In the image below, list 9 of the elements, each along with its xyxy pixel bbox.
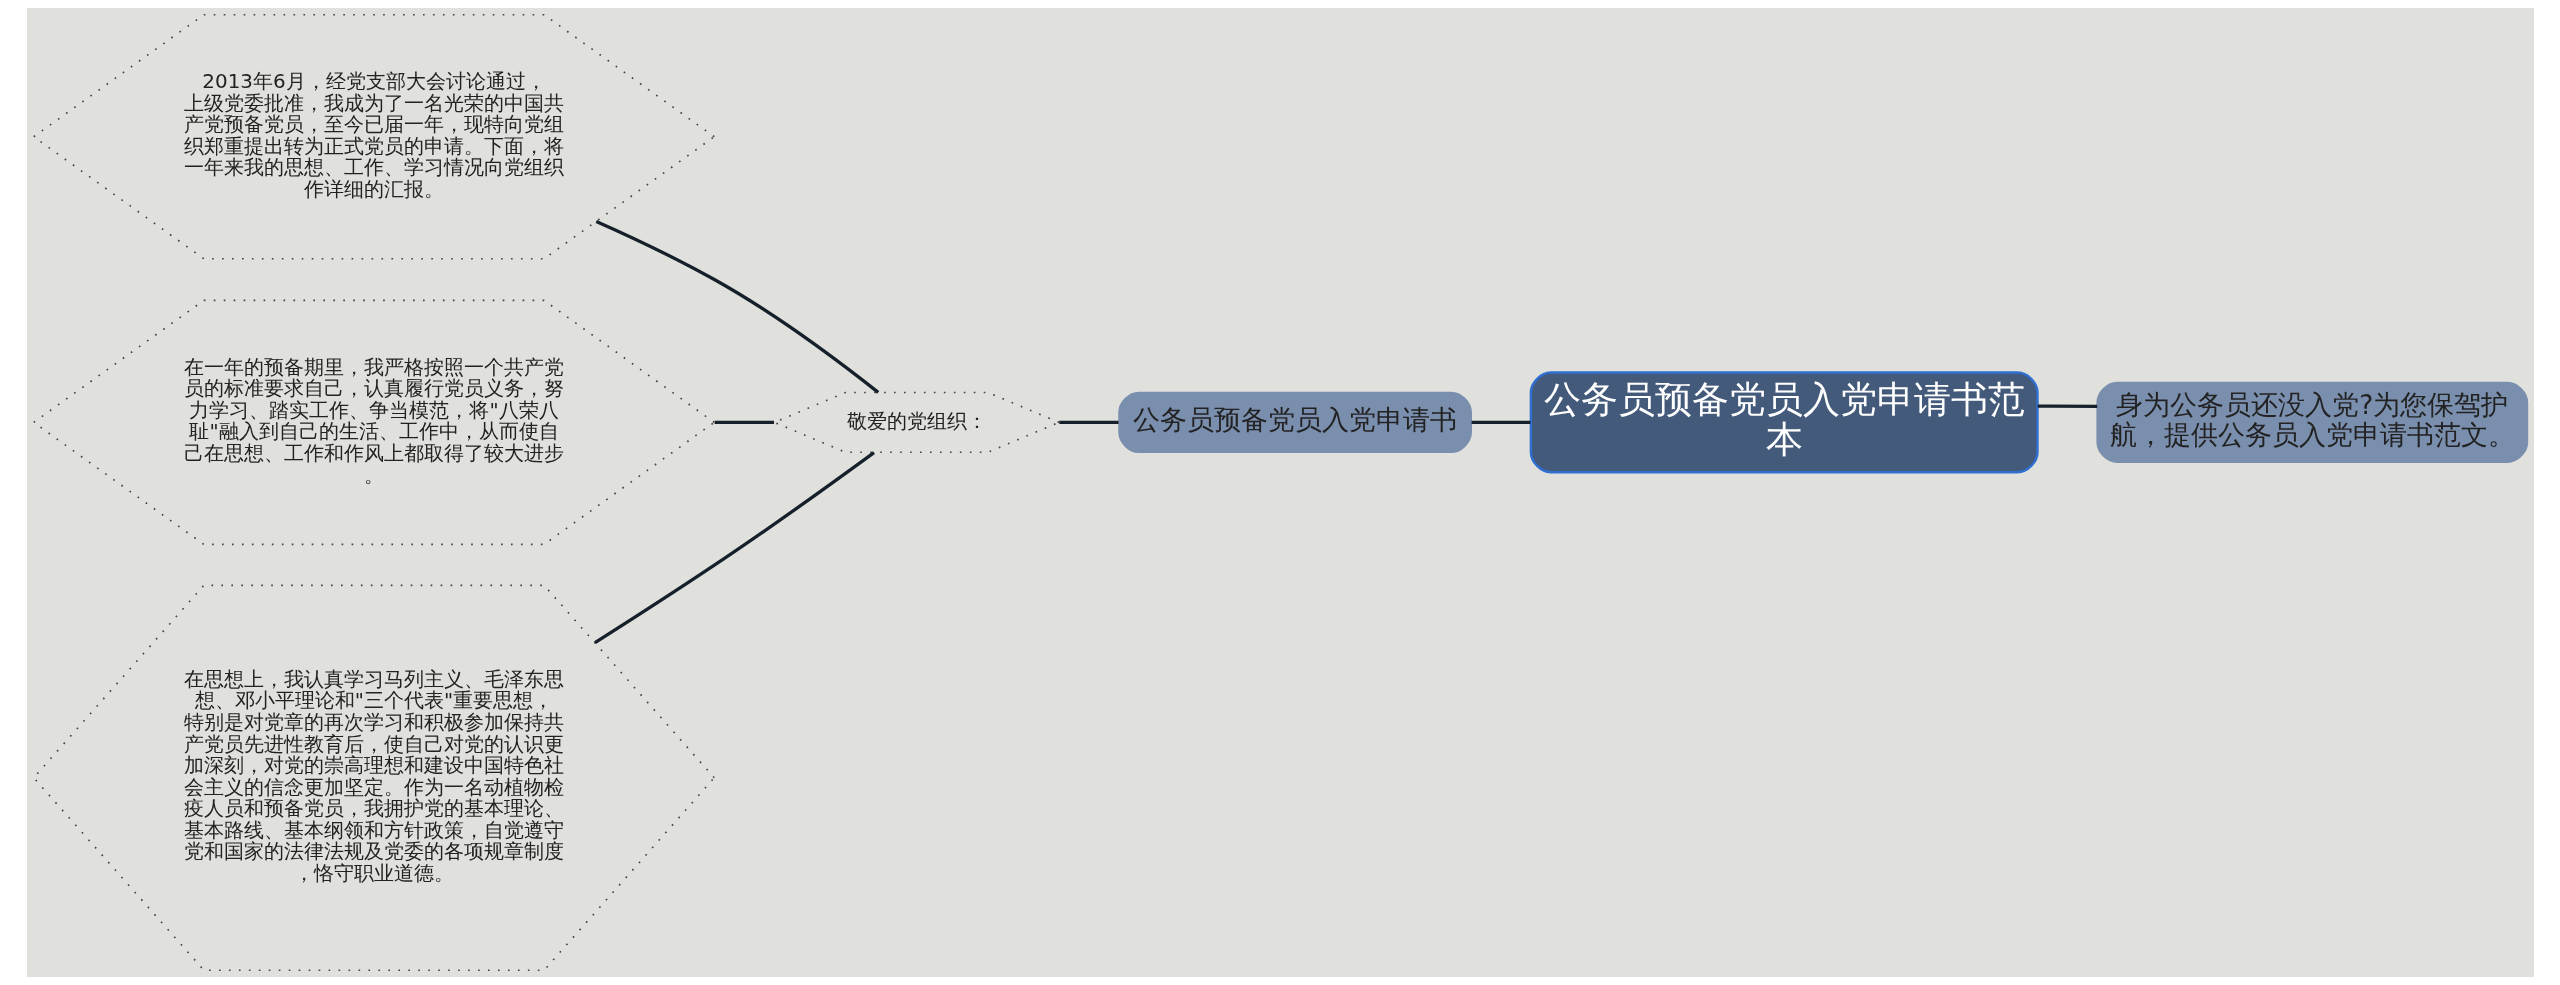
node-box: 身为公务员还没入党?为您保驾护航，提供公务员入党申请书范文。	[2095, 381, 2528, 464]
node-box: 公务员预备党员入党申请书范本	[1529, 371, 2039, 474]
node-box: 公务员预备党员入党申请书	[1117, 391, 1472, 454]
connector	[593, 451, 875, 645]
connector	[714, 420, 774, 425]
connector	[595, 219, 879, 394]
connector	[1471, 420, 1530, 425]
connector	[2037, 404, 2097, 409]
connector	[1058, 420, 1119, 425]
